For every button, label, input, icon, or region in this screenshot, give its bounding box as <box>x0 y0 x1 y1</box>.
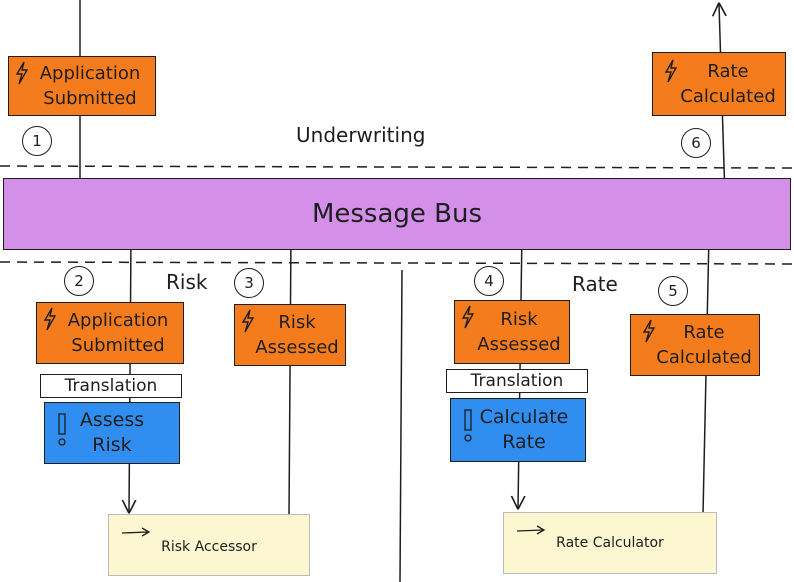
event-label-line2: Calculated <box>656 347 752 368</box>
step-number: 6 <box>691 134 701 152</box>
arrow-right-icon <box>516 525 546 535</box>
event-label-line2: Assessed <box>477 334 561 355</box>
arrow-right-icon <box>121 527 151 537</box>
translation-rate[interactable]: Translation <box>446 369 588 393</box>
event-label-line1: Rate <box>707 61 749 82</box>
event-label-line1: Rate <box>683 322 725 343</box>
step-6-badge: 6 <box>681 128 711 158</box>
event-label-line2: Assessed <box>255 337 339 358</box>
context-divider <box>399 269 403 582</box>
lightning-icon <box>43 307 57 331</box>
service-risk-accessor[interactable]: Risk Accessor <box>108 514 310 576</box>
lightning-icon <box>664 59 678 83</box>
event-label-line1: Application <box>67 310 169 331</box>
step-number: 2 <box>74 272 84 290</box>
command-label-line1: Calculate <box>479 406 569 428</box>
context-label-underwriting: Underwriting <box>296 123 426 147</box>
step-number: 3 <box>244 274 254 292</box>
event-label-line1: Risk <box>500 309 538 330</box>
service-rate-calculator[interactable]: Rate Calculator <box>503 512 717 574</box>
event-label-line2: Submitted <box>43 88 137 109</box>
step-2-badge: 2 <box>64 266 94 296</box>
event-label-line1: Application <box>39 63 141 84</box>
dashed-boundary-top <box>0 165 794 169</box>
lightning-icon <box>241 309 255 333</box>
lightning-icon <box>15 61 29 85</box>
event-label-line1: Risk <box>278 312 316 333</box>
step-number: 1 <box>32 132 42 150</box>
event-label-line2: Calculated <box>680 86 776 107</box>
lightning-icon <box>461 305 475 329</box>
context-label-rate: Rate <box>572 272 618 296</box>
event-label-line2: Submitted <box>71 335 165 356</box>
step-3-badge: 3 <box>234 268 264 298</box>
lightning-icon <box>642 319 656 343</box>
message-bus: Message Bus <box>3 178 791 250</box>
arrow-risk-accessor-to-bus <box>289 234 291 515</box>
dashed-boundary-bottom <box>0 261 794 265</box>
step-4-badge: 4 <box>474 266 504 296</box>
step-5-badge: 5 <box>658 276 688 306</box>
context-label-risk: Risk <box>166 270 208 294</box>
command-label-line2: Rate <box>502 431 546 453</box>
command-label-line1: Assess <box>79 409 145 431</box>
step-number: 5 <box>668 282 678 300</box>
translation-risk[interactable]: Translation <box>40 374 182 398</box>
exclamation-icon <box>58 413 66 446</box>
exclamation-icon <box>464 409 472 442</box>
service-label: Rate Calculator <box>556 535 664 551</box>
step-1-badge: 1 <box>22 126 52 156</box>
message-bus-label: Message Bus <box>311 199 483 229</box>
service-label: Risk Accessor <box>161 539 257 555</box>
step-number: 4 <box>484 272 494 290</box>
command-label-line2: Risk <box>92 434 132 456</box>
